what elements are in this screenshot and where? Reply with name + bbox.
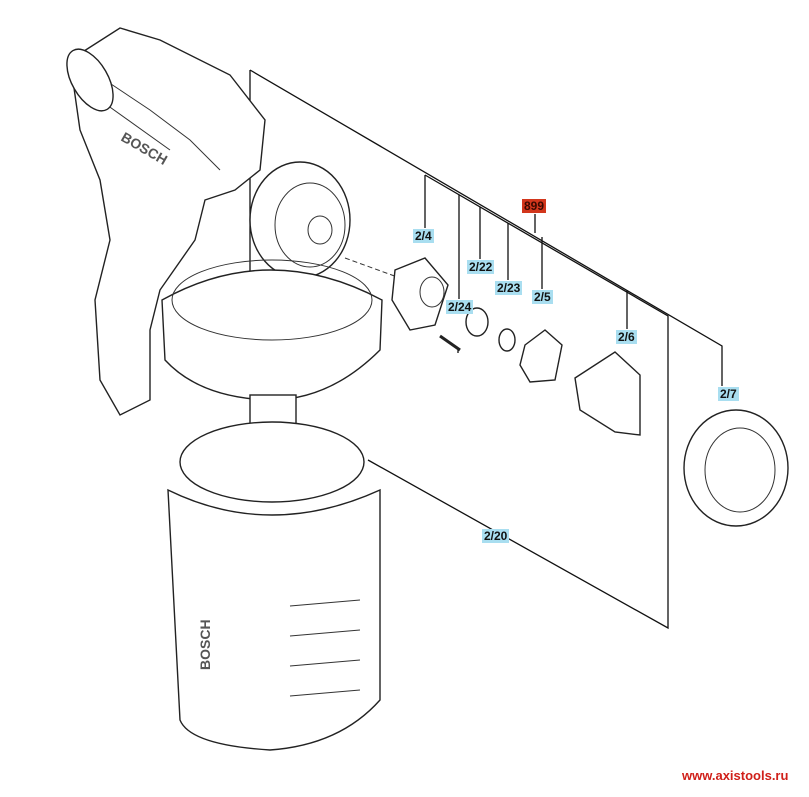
part-label[interactable]: 2/5 — [532, 290, 553, 304]
part-label[interactable]: 2/20 — [482, 529, 510, 543]
watermark: www.axistools.ru — [682, 768, 789, 783]
part-label[interactable]: 2/4 — [413, 229, 434, 243]
part-label-highlighted[interactable]: 899 — [522, 199, 547, 213]
part-label[interactable]: 2/23 — [495, 281, 523, 295]
part-label[interactable]: 2/22 — [467, 260, 495, 274]
part-label[interactable]: 2/6 — [616, 330, 637, 344]
spray-gun-body: BOSCH — [66, 27, 383, 416]
part-label[interactable]: 2/24 — [446, 300, 474, 314]
part-label[interactable]: 2/7 — [718, 387, 739, 401]
svg-text:BOSCH: BOSCH — [197, 619, 213, 670]
paint-cup: BOSCH — [167, 394, 381, 751]
nozzle-parts — [391, 257, 789, 527]
